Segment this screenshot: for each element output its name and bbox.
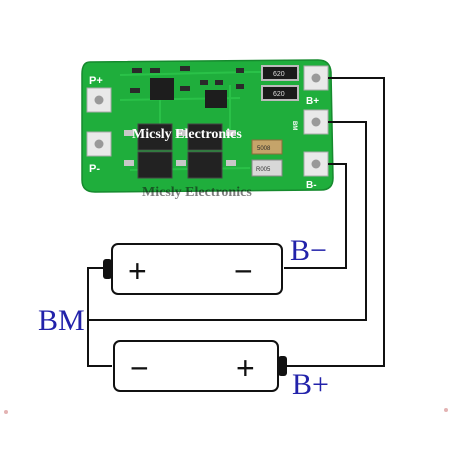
label-b-minus-board: B- xyxy=(306,180,317,191)
ic-chip-1 xyxy=(150,78,174,100)
resistor-mid-label: 620 xyxy=(273,91,285,98)
resistor-bottom-label: R005 xyxy=(256,167,271,173)
label-b-minus: B− xyxy=(290,234,327,267)
pad-p-plus-hole xyxy=(94,95,104,105)
resistor-top xyxy=(261,65,299,81)
wire-b-plus xyxy=(287,77,385,367)
watermark-shadow-text: Micsly Electronics xyxy=(142,185,252,200)
label-p-minus: P- xyxy=(89,163,100,175)
battery-cell-bottom: − + xyxy=(113,340,287,392)
label-bm: BM xyxy=(38,304,85,337)
mosfet-group xyxy=(124,123,236,179)
pad-bm-hole xyxy=(311,117,321,127)
wire-b-minus xyxy=(284,163,347,269)
pcb-board: P+ P- xyxy=(81,59,334,193)
smd-small-parts xyxy=(130,66,244,93)
resistor-top-label: 620 xyxy=(273,71,285,78)
corner-speck-right xyxy=(444,408,448,412)
pad-p-minus-hole xyxy=(94,139,104,149)
wire-bm xyxy=(88,121,367,321)
cap-label: 5008 xyxy=(257,146,271,152)
battery-cell-top: + − xyxy=(103,243,283,295)
cell-top-terminal xyxy=(103,259,112,279)
cell-top-left-sign: + xyxy=(128,253,147,289)
label-p-plus: P+ xyxy=(89,75,103,87)
label-b-plus-board: B+ xyxy=(306,96,319,107)
label-b-plus: B+ xyxy=(292,368,329,401)
cell-bottom-terminal xyxy=(278,356,287,376)
ic-chip-2 xyxy=(205,90,227,108)
pad-b-plus-hole xyxy=(311,73,321,83)
wire-bm-left-bus xyxy=(87,267,112,367)
cap-part xyxy=(251,139,283,155)
cell-top-right-sign: − xyxy=(234,253,253,289)
cell-bottom-left-sign: − xyxy=(130,350,149,386)
resistor-bottom xyxy=(251,159,283,177)
label-bm-board: BM xyxy=(291,121,297,130)
corner-speck-left xyxy=(4,410,8,414)
pad-b-minus-hole xyxy=(311,159,321,169)
pad-b-plus xyxy=(303,65,329,91)
resistor-mid xyxy=(261,85,299,101)
cell-bottom-right-sign: + xyxy=(236,350,255,386)
wiring xyxy=(87,77,385,367)
watermark-text: Micsly Electronics xyxy=(132,127,242,142)
